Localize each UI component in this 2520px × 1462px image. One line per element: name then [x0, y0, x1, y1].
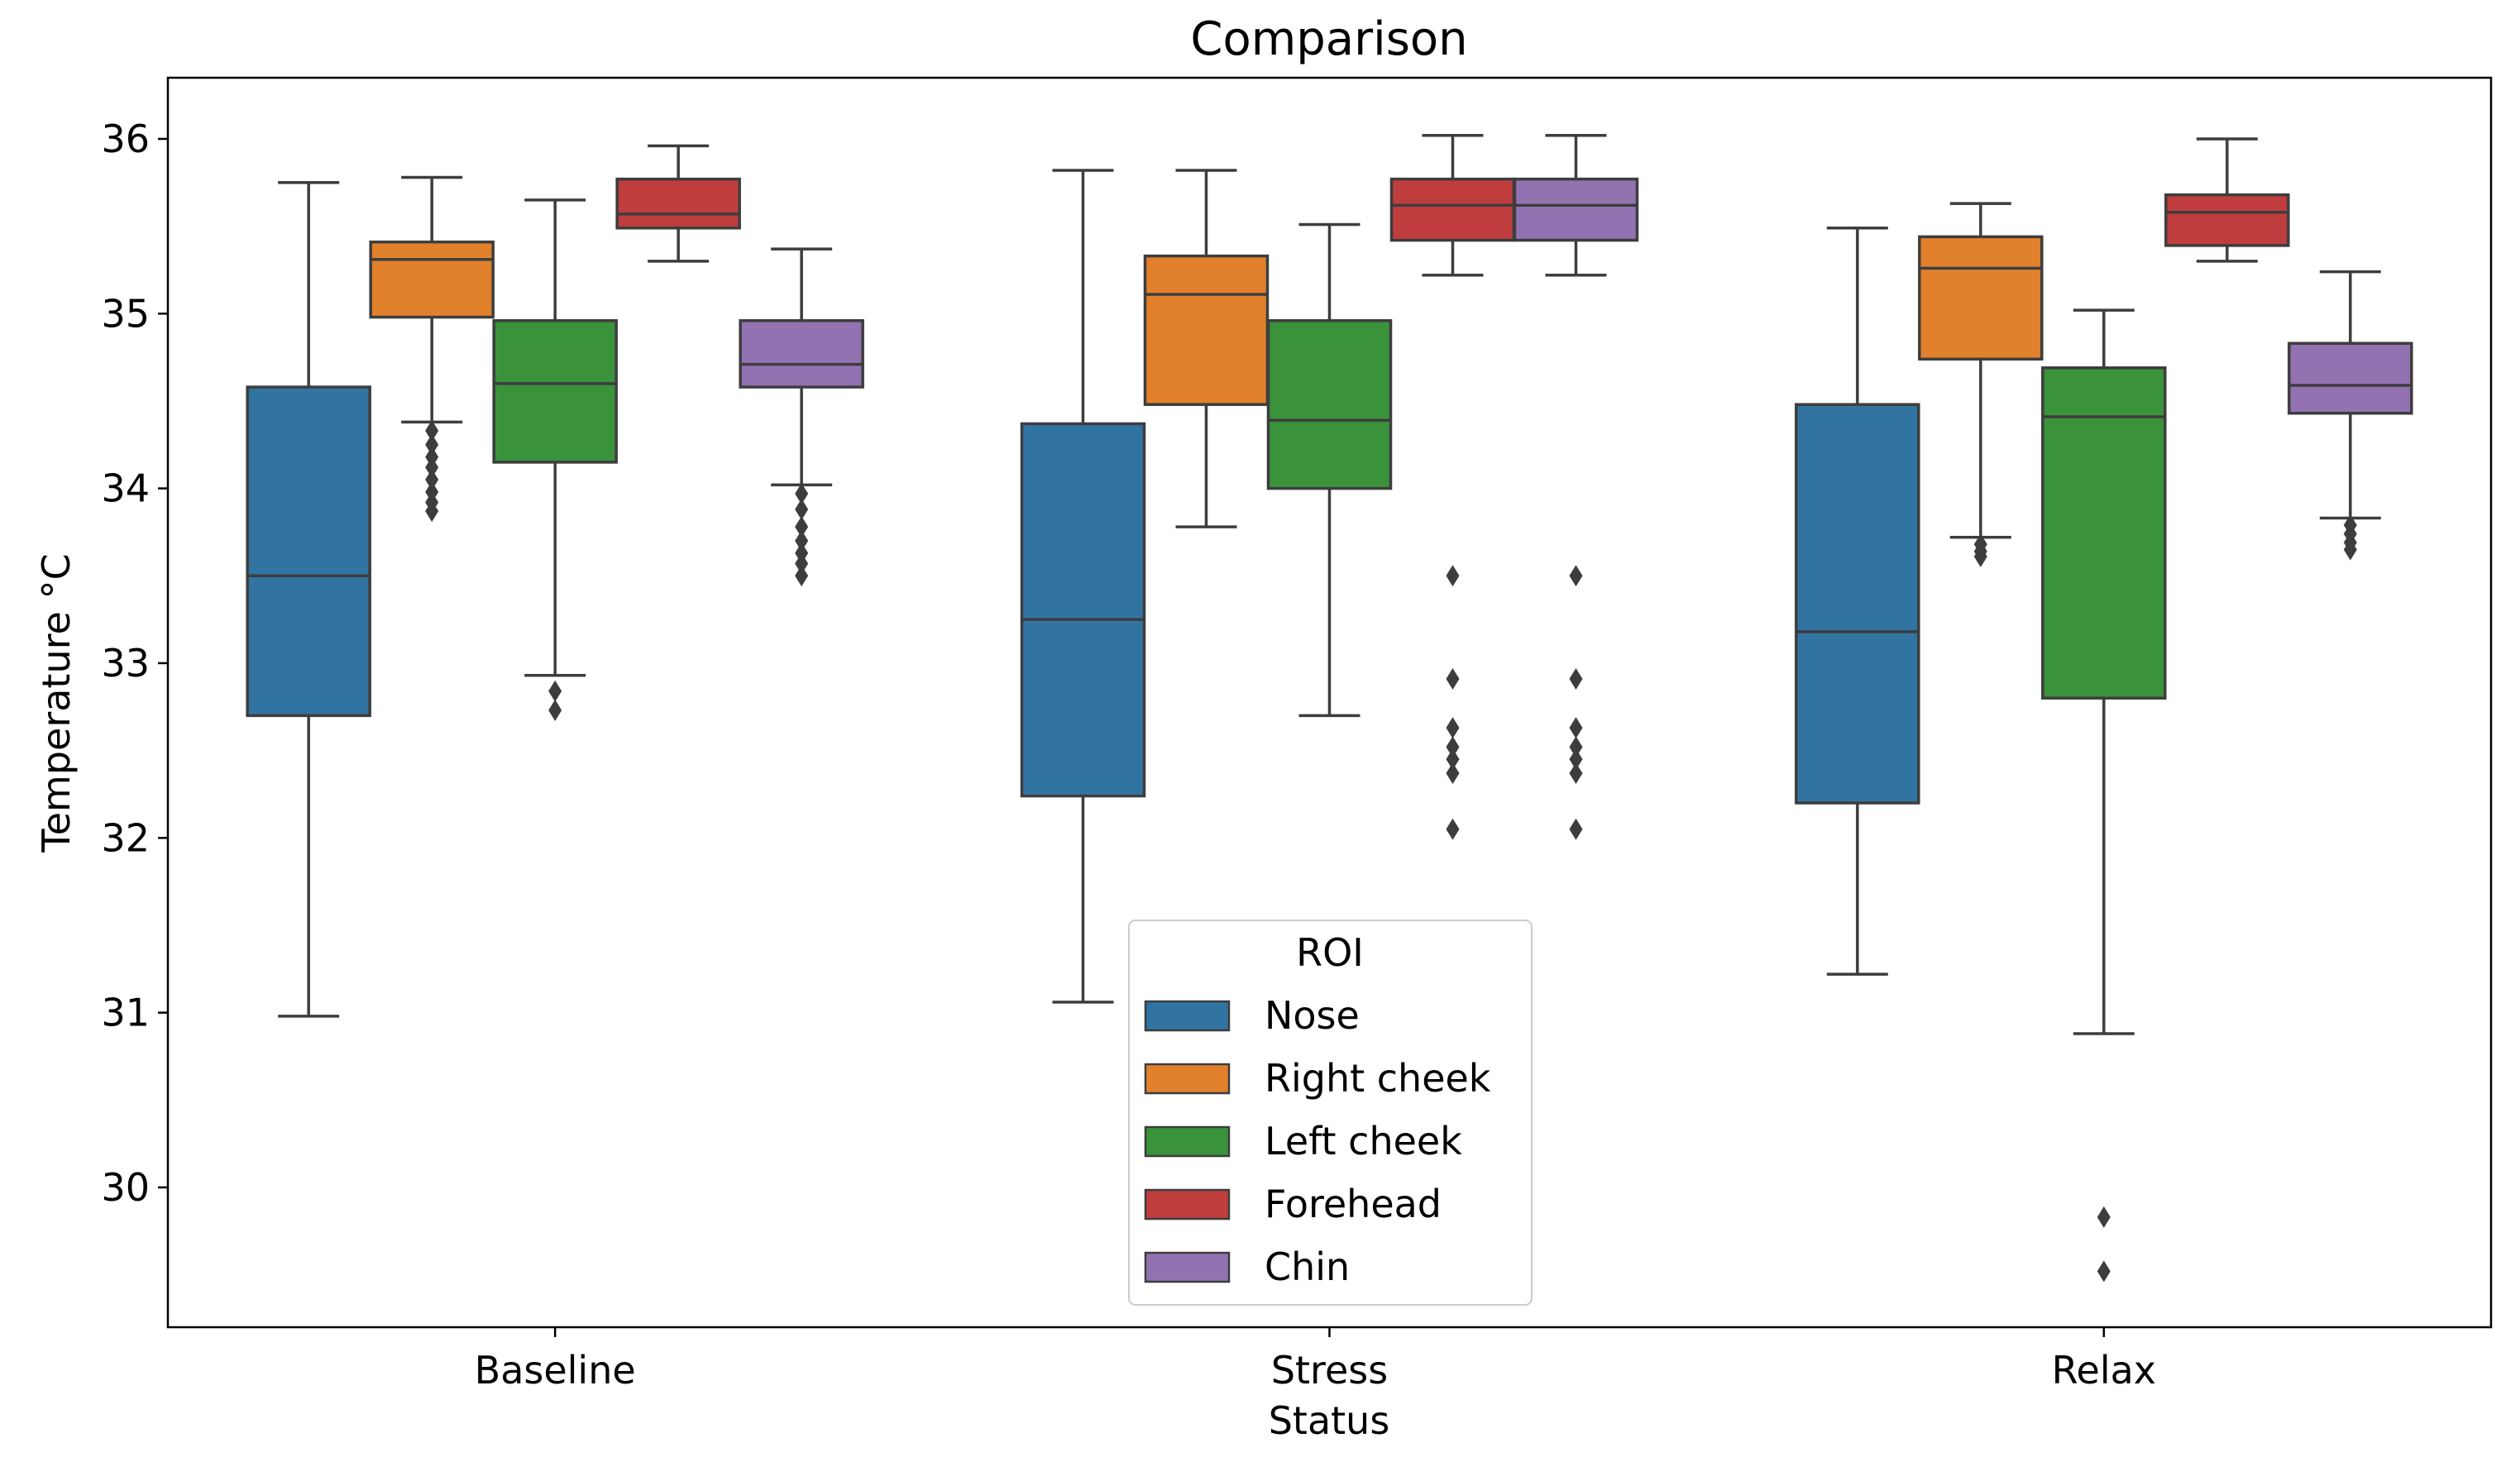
box-forehead-relax: [2164, 137, 2290, 263]
box-left-cheek-relax: [2041, 308, 2167, 1283]
x-axis-label: Status: [1269, 1398, 1390, 1443]
outlier-point: [1569, 762, 1583, 785]
legend-label: Chin: [1265, 1245, 1350, 1289]
legend-swatch: [1144, 1251, 1231, 1283]
y-tick-label: 36: [101, 117, 150, 161]
outlier-point: [1446, 736, 1460, 758]
y-tick-label: 33: [101, 641, 150, 686]
x-tick-label: Relax: [2052, 1348, 2156, 1393]
y-tick-label: 30: [101, 1165, 150, 1210]
outlier-point: [425, 419, 439, 442]
iqr-box: [739, 318, 864, 389]
outlier-point: [795, 482, 809, 504]
y-axis-label: Temperature °C: [34, 553, 79, 853]
outlier-point: [1569, 565, 1583, 587]
outlier-point: [425, 469, 439, 491]
outlier-point: [795, 552, 809, 575]
outlier-point: [1446, 565, 1460, 587]
outlier-point: [1973, 546, 1987, 568]
outlier-point: [1446, 818, 1460, 840]
iqr-box: [2288, 342, 2413, 415]
legend-label: Nose: [1265, 993, 1360, 1038]
outlier-point: [548, 680, 562, 702]
box-nose-stress: [1020, 169, 1146, 1004]
outlier-point: [1569, 748, 1583, 771]
outlier-point: [795, 565, 809, 587]
box-chin-baseline: [739, 247, 864, 587]
outlier-point: [425, 456, 439, 479]
outlier-point: [1569, 667, 1583, 690]
outlier-point: [795, 516, 809, 538]
outlier-point: [795, 498, 809, 520]
iqr-box: [1795, 403, 1920, 805]
outlier-point: [1446, 717, 1460, 739]
legend-swatch: [1144, 1188, 1231, 1221]
legend-label: Forehead: [1265, 1182, 1442, 1226]
box-forehead-stress: [1389, 133, 1516, 840]
y-tick-label: 35: [101, 291, 150, 336]
outlier-point: [2097, 1206, 2111, 1228]
box-nose-baseline: [246, 181, 371, 1018]
outlier-point: [2097, 1260, 2111, 1283]
x-tick-label: Baseline: [475, 1348, 636, 1393]
iqr-box: [1266, 318, 1393, 490]
legend-label: Right cheek: [1265, 1056, 1491, 1101]
box-chin-relax: [2288, 270, 2413, 561]
iqr-box: [1020, 422, 1146, 798]
outlier-point: [548, 700, 562, 722]
box-forehead-baseline: [615, 144, 741, 263]
outlier-point: [1569, 717, 1583, 739]
y-tick-label: 34: [101, 466, 150, 511]
iqr-box: [1513, 177, 1639, 242]
x-tick-label: Stress: [1271, 1348, 1388, 1393]
y-tick-label: 32: [101, 815, 150, 860]
legend-title: ROI: [1296, 930, 1364, 975]
legend-swatch: [1144, 1000, 1231, 1032]
chart-title: Comparison: [1190, 12, 1467, 66]
legend-swatch: [1144, 1125, 1231, 1158]
outlier-point: [795, 530, 809, 552]
legend-swatch: [1144, 1063, 1231, 1095]
outlier-point: [425, 500, 439, 523]
iqr-box: [1143, 254, 1270, 406]
box-right-cheek-stress: [1143, 169, 1270, 528]
y-tick-label: 31: [101, 991, 150, 1035]
iqr-box: [369, 240, 495, 319]
legend-label: Left cheek: [1265, 1119, 1462, 1163]
iqr-box: [1918, 235, 2044, 361]
iqr-box: [492, 318, 618, 464]
iqr-box: [2164, 193, 2290, 247]
box-right-cheek-relax: [1918, 202, 2044, 568]
outlier-point: [1569, 818, 1583, 840]
box-left-cheek-stress: [1266, 222, 1393, 718]
box-right-cheek-baseline: [369, 175, 495, 523]
iqr-box: [1389, 177, 1516, 242]
box-chin-stress: [1513, 133, 1639, 840]
box-left-cheek-baseline: [492, 198, 618, 722]
outlier-point: [1446, 762, 1460, 785]
iqr-box: [615, 177, 741, 230]
box-nose-relax: [1795, 226, 1920, 976]
outlier-point: [1446, 748, 1460, 771]
iqr-box: [2041, 366, 2167, 700]
outlier-point: [1446, 667, 1460, 690]
outlier-point: [1569, 736, 1583, 758]
iqr-box: [246, 385, 371, 718]
outlier-point: [425, 433, 439, 456]
outlier-point: [2343, 538, 2357, 561]
